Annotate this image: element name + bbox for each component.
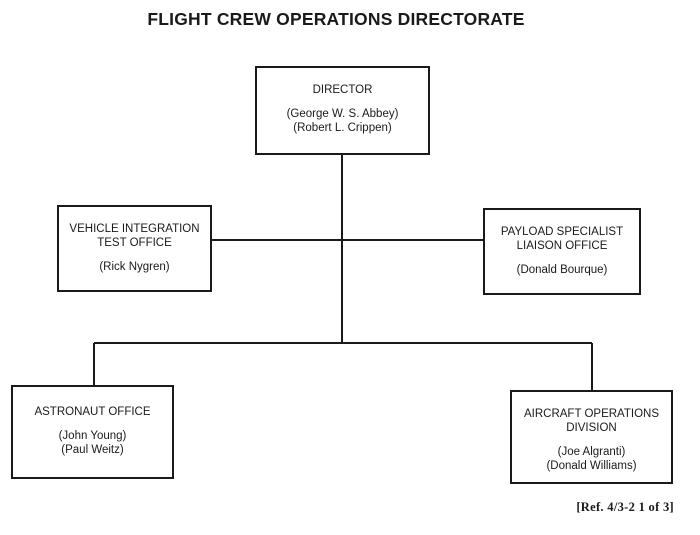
aircraft-operations-division-box: AIRCRAFT OPERATIONS DIVISION (Joe Algran… xyxy=(510,390,673,484)
payload-specialist-title-line-1: PAYLOAD SPECIALIST xyxy=(500,226,624,238)
vehicle-integration-person-1: (Rick Nygren) xyxy=(99,261,170,273)
aircraft-operations-person-2: (Donald Williams) xyxy=(546,460,637,472)
director-person-1: (George W. S. Abbey) xyxy=(286,108,399,120)
diagram-title: FLIGHT CREW OPERATIONS DIRECTORATE xyxy=(147,9,525,29)
astronaut-office-title: ASTRONAUT OFFICE xyxy=(34,406,151,418)
vehicle-integration-title-line-2: TEST OFFICE xyxy=(97,237,172,249)
vehicle-integration-persons: (Rick Nygren) xyxy=(59,260,210,274)
director-title: DIRECTOR xyxy=(312,84,373,96)
payload-specialist-person-1: (Donald Bourque) xyxy=(516,264,608,276)
payload-specialist-title-line-2: LIAISON OFFICE xyxy=(516,240,608,252)
astronaut-office-person-2: (Paul Weitz) xyxy=(61,444,124,456)
astronaut-office-persons: (John Young) (Paul Weitz) xyxy=(13,429,172,457)
payload-specialist-liaison-office-box: PAYLOAD SPECIALIST LIAISON OFFICE (Donal… xyxy=(483,208,641,295)
aircraft-operations-title-line-1: AIRCRAFT OPERATIONS xyxy=(523,408,660,420)
director-persons: (George W. S. Abbey) (Robert L. Crippen) xyxy=(257,107,428,135)
astronaut-office-box: ASTRONAUT OFFICE (John Young) (Paul Weit… xyxy=(11,385,174,479)
director-box: DIRECTOR (George W. S. Abbey) (Robert L.… xyxy=(255,66,430,155)
payload-specialist-persons: (Donald Bourque) xyxy=(485,263,639,277)
aircraft-operations-person-1: (Joe Algranti) xyxy=(557,446,626,458)
director-person-2: (Robert L. Crippen) xyxy=(293,122,392,134)
vehicle-integration-test-office-box: VEHICLE INTEGRATION TEST OFFICE (Rick Ny… xyxy=(57,205,212,292)
aircraft-operations-persons: (Joe Algranti) (Donald Williams) xyxy=(512,445,671,473)
vehicle-integration-title-line-1: VEHICLE INTEGRATION xyxy=(69,223,200,235)
astronaut-office-person-1: (John Young) xyxy=(58,430,127,442)
reference-note: [Ref. 4/3-2 1 of 3] xyxy=(576,500,674,514)
aircraft-operations-title-line-2: DIVISION xyxy=(566,422,617,434)
